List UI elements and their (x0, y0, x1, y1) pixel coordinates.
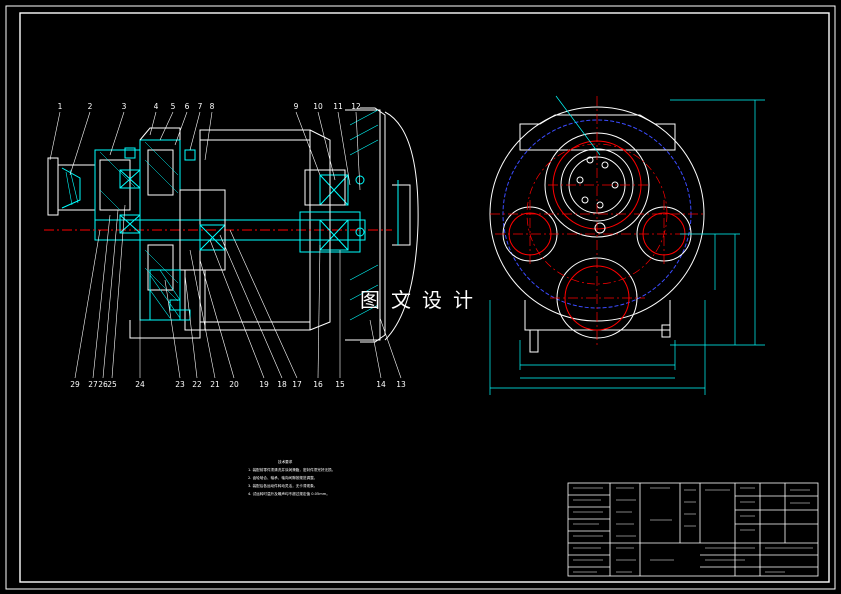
title-block (567, 482, 819, 577)
balloon-top-5: 5 (171, 102, 176, 111)
leader-top-4 (149, 111, 157, 136)
leader-bottom-27 (92, 214, 111, 379)
leader-top-8 (204, 111, 213, 161)
balloon-bottom-15: 15 (335, 380, 345, 389)
leader-bottom-19 (209, 239, 265, 379)
section-view (44, 107, 419, 343)
balloon-top-10: 10 (313, 102, 323, 111)
balloon-bottom-26: 26 (98, 380, 108, 389)
balloon-bottom-22: 22 (192, 380, 202, 389)
balloon-bottom-24: 24 (135, 380, 145, 389)
leader-bottom-13 (379, 317, 402, 379)
balloon-top-3: 3 (122, 102, 127, 111)
leader-top-11 (337, 111, 351, 186)
notes-line-2: 2. 齿轮啮合、轴承、轴向间隙按规范调整。 (248, 476, 318, 480)
balloon-top-2: 2 (88, 102, 93, 111)
leader-bottom-18 (219, 234, 283, 379)
leader-bottom-25 (111, 204, 126, 379)
leader-top-6 (174, 111, 188, 146)
end-view (489, 95, 765, 395)
leader-top-3 (109, 111, 125, 156)
balloon-bottom-19: 19 (259, 380, 269, 389)
balloon-top-9: 9 (294, 102, 299, 111)
balloon-top-11: 11 (333, 102, 343, 111)
title-block-text-marks (573, 487, 813, 573)
leader-bottom-16 (317, 244, 321, 379)
notes-line-4: 4. 试运转时温升及噪声均不超过规定值 0.05mm。 (248, 492, 330, 496)
leader-lines (49, 111, 402, 379)
leader-top-7 (189, 111, 201, 151)
outer-border (5, 5, 836, 590)
balloon-top-4: 4 (154, 102, 159, 111)
leader-bottom-22 (184, 274, 198, 379)
balloon-top-1: 1 (58, 102, 63, 111)
balloon-bottom-20: 20 (229, 380, 239, 389)
balloon-top-8: 8 (210, 102, 215, 111)
balloon-top-7: 7 (198, 102, 203, 111)
leader-bottom-26 (102, 209, 119, 379)
balloon-bottom-25: 25 (107, 380, 117, 389)
leader-top-10 (317, 111, 336, 181)
leader-top-2 (69, 111, 91, 176)
notes-line-1: 1. 装配前零件须清洗并涂润滑脂，密封件须完好无损。 (248, 468, 336, 472)
notes-title: 技术要求 (278, 460, 293, 464)
watermark: 图文设计 (360, 288, 484, 312)
balloon-bottom-13: 13 (396, 380, 406, 389)
leader-bottom-17 (229, 229, 298, 379)
balloon-top-6: 6 (185, 102, 190, 111)
leader-top-12 (355, 111, 361, 191)
balloon-bottom-29: 29 (70, 380, 80, 389)
inner-border (19, 12, 830, 583)
leader-top-9 (295, 111, 321, 176)
balloon-bottom-18: 18 (277, 380, 287, 389)
leader-bottom-14 (369, 319, 382, 379)
leader-bottom-20 (199, 259, 235, 379)
balloon-bottom-27: 27 (88, 380, 98, 389)
balloon-bottom-17: 17 (292, 380, 302, 389)
leader-top-1 (49, 111, 61, 161)
balloon-bottom-23: 23 (175, 380, 185, 389)
leader-top-5 (159, 111, 174, 141)
balloon-bottom-21: 21 (210, 380, 220, 389)
leader-bottom-21 (189, 249, 216, 379)
balloon-bottom-14: 14 (376, 380, 386, 389)
technical-notes: 技术要求 1. 装配前零件须清洗并涂润滑脂，密封件须完好无损。 2. 齿轮啮合、… (248, 458, 548, 498)
notes-line-3: 3. 装配后各运动件转动灵活，无卡滞现象。 (248, 484, 318, 488)
leader-bottom-29 (74, 229, 101, 379)
leader-bottom-23 (164, 279, 181, 379)
balloon-bottom-16: 16 (313, 380, 323, 389)
balloon-top-12: 12 (351, 102, 361, 111)
